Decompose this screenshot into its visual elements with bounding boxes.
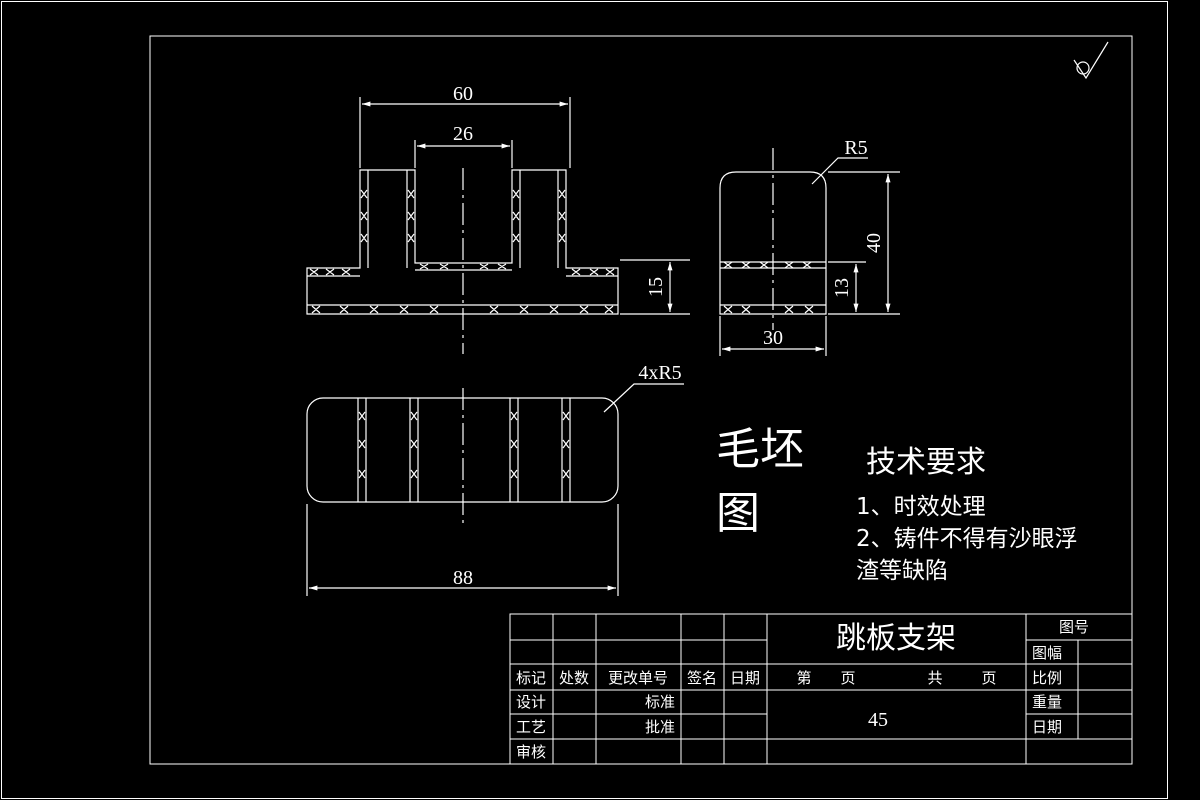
header-date: 日期 bbox=[730, 669, 760, 687]
dim-r5: R5 bbox=[844, 137, 867, 159]
dim-88: 88 bbox=[453, 567, 473, 589]
inner-frame bbox=[149, 35, 1133, 765]
label-sheet: 第 bbox=[796, 669, 811, 687]
tech-item-1: 1、时效处理 bbox=[856, 494, 986, 520]
header-count: 处数 bbox=[559, 669, 589, 687]
view-label-line2: 图 bbox=[716, 488, 760, 539]
top-view bbox=[306, 383, 684, 596]
label-date: 日期 bbox=[1032, 718, 1062, 736]
label-standard: 标准 bbox=[645, 693, 675, 711]
tech-title: 技术要求 bbox=[866, 445, 986, 480]
label-drawing-no: 图号 bbox=[1059, 618, 1089, 636]
leader-r5 bbox=[811, 157, 868, 185]
front-view-outline bbox=[306, 169, 619, 315]
top-hatch bbox=[358, 411, 570, 479]
tech-item-2: 2、铸件不得有沙眼浮 bbox=[856, 526, 1078, 552]
view-label-line1: 毛坯 bbox=[716, 424, 804, 475]
label-scale: 比例 bbox=[1032, 669, 1062, 687]
material: 45 bbox=[868, 709, 888, 731]
label-total: 共 bbox=[927, 669, 942, 687]
part-name: 跳板支架 bbox=[836, 621, 956, 656]
label-total-unit: 页 bbox=[981, 669, 996, 687]
label-weight: 重量 bbox=[1032, 693, 1062, 711]
header-signature: 签名 bbox=[687, 669, 717, 687]
front-hatch bbox=[309, 189, 615, 314]
dim-30: 30 bbox=[763, 327, 783, 349]
label-size: 图幅 bbox=[1032, 644, 1062, 662]
header-mark: 标记 bbox=[516, 669, 546, 687]
side-hatch bbox=[723, 261, 814, 314]
front-view bbox=[306, 97, 690, 354]
side-view bbox=[719, 148, 900, 356]
tech-item-3: 渣等缺陷 bbox=[856, 558, 948, 584]
header-change-no: 更改单号 bbox=[608, 669, 668, 687]
label-design: 设计 bbox=[516, 693, 546, 711]
label-review: 审核 bbox=[516, 743, 546, 761]
side-view-outline bbox=[719, 171, 827, 315]
dim-60: 60 bbox=[453, 83, 473, 105]
dim-26: 26 bbox=[453, 123, 473, 145]
dim-15: 15 bbox=[645, 277, 667, 297]
label-process: 工艺 bbox=[516, 718, 546, 736]
title-block bbox=[509, 613, 1133, 765]
label-sheet-unit: 页 bbox=[840, 669, 855, 687]
outer-frame bbox=[1, 1, 1168, 799]
dim-13: 13 bbox=[831, 278, 853, 298]
dim-4xr5: 4xR5 bbox=[638, 362, 681, 384]
roughness-symbol-icon bbox=[1073, 41, 1109, 80]
leader-4xr5 bbox=[603, 383, 684, 413]
dim-40: 40 bbox=[863, 233, 885, 253]
label-approve: 批准 bbox=[645, 718, 675, 736]
